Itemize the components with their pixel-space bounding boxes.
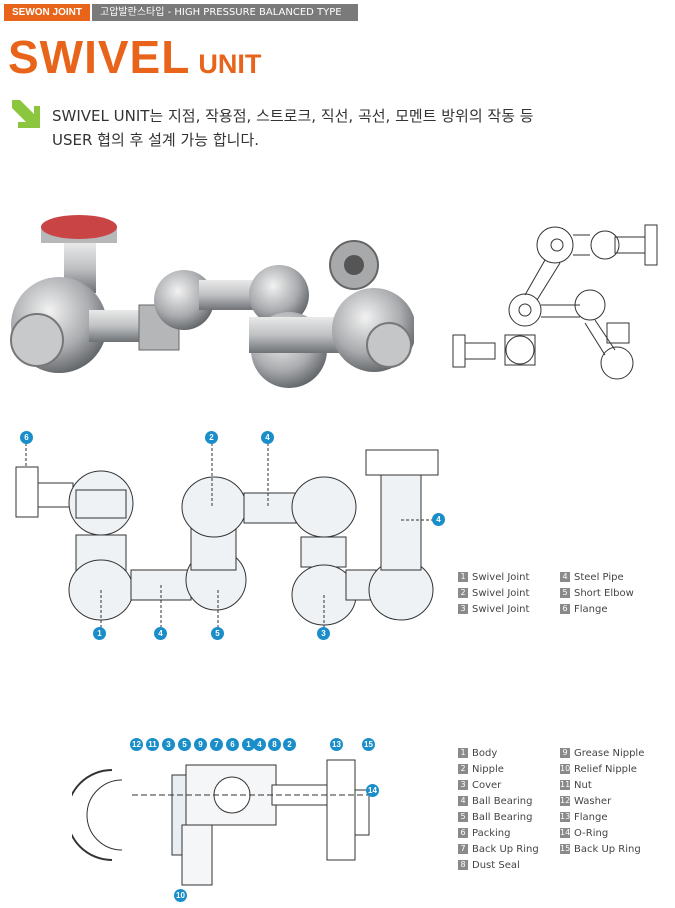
callout-3: 3 xyxy=(317,627,330,640)
top-header: SEWON JOINT 고압발란스타입 - HIGH PRESSURE BALA… xyxy=(4,4,359,21)
callout-3: 3 xyxy=(162,738,175,751)
callout-10: 10 xyxy=(174,889,187,902)
cross-section-diagram xyxy=(72,759,372,886)
diagram2-callouts-top: 12 11 3 5 9 7 6 1 xyxy=(130,738,255,751)
brand-label: SEWON JOINT xyxy=(4,4,91,21)
callout-6: 6 xyxy=(20,431,33,444)
callout-1: 1 xyxy=(93,627,106,640)
callout-13: 13 xyxy=(330,738,343,751)
callout-12: 12 xyxy=(130,738,143,751)
description-line-2: USER 협의 후 설계 가능 합니다. xyxy=(52,131,260,149)
callout-1: 1 xyxy=(242,738,255,751)
callout-5: 5 xyxy=(211,627,224,640)
diagram2-callouts-top-right: 4 8 2 xyxy=(253,738,296,751)
callout-4-top: 4 xyxy=(261,431,274,444)
callout-4-bottom: 4 xyxy=(154,627,167,640)
description-line-1: SWIVEL UNIT는 지점, 작용점, 스트로크, 직선, 곡선, 모멘트 … xyxy=(52,107,534,125)
callout-6: 6 xyxy=(226,738,239,751)
assembly-sketch xyxy=(452,224,658,380)
unit-layout-diagram xyxy=(15,443,439,630)
callout-8: 8 xyxy=(268,738,281,751)
arrow-down-right-icon xyxy=(12,100,40,128)
callout-11: 11 xyxy=(146,738,159,751)
callout-4-right: 4 xyxy=(432,513,445,526)
callout-2: 2 xyxy=(283,738,296,751)
callout-14: 14 xyxy=(366,784,379,797)
title-sub: UNIT xyxy=(198,49,262,79)
callout-2: 2 xyxy=(205,431,218,444)
header-subtitle: 고압발란스타입 - HIGH PRESSURE BALANCED TYPE xyxy=(92,4,359,21)
description: SWIVEL UNIT는 지점, 작용점, 스트로크, 직선, 곡선, 모멘트 … xyxy=(52,104,534,152)
product-photo xyxy=(10,215,414,388)
callout-15: 15 xyxy=(362,738,375,751)
callout-4: 4 xyxy=(253,738,266,751)
callout-7: 7 xyxy=(210,738,223,751)
callout-9: 9 xyxy=(194,738,207,751)
callout-5: 5 xyxy=(178,738,191,751)
title-main: SWIVEL xyxy=(8,31,191,83)
